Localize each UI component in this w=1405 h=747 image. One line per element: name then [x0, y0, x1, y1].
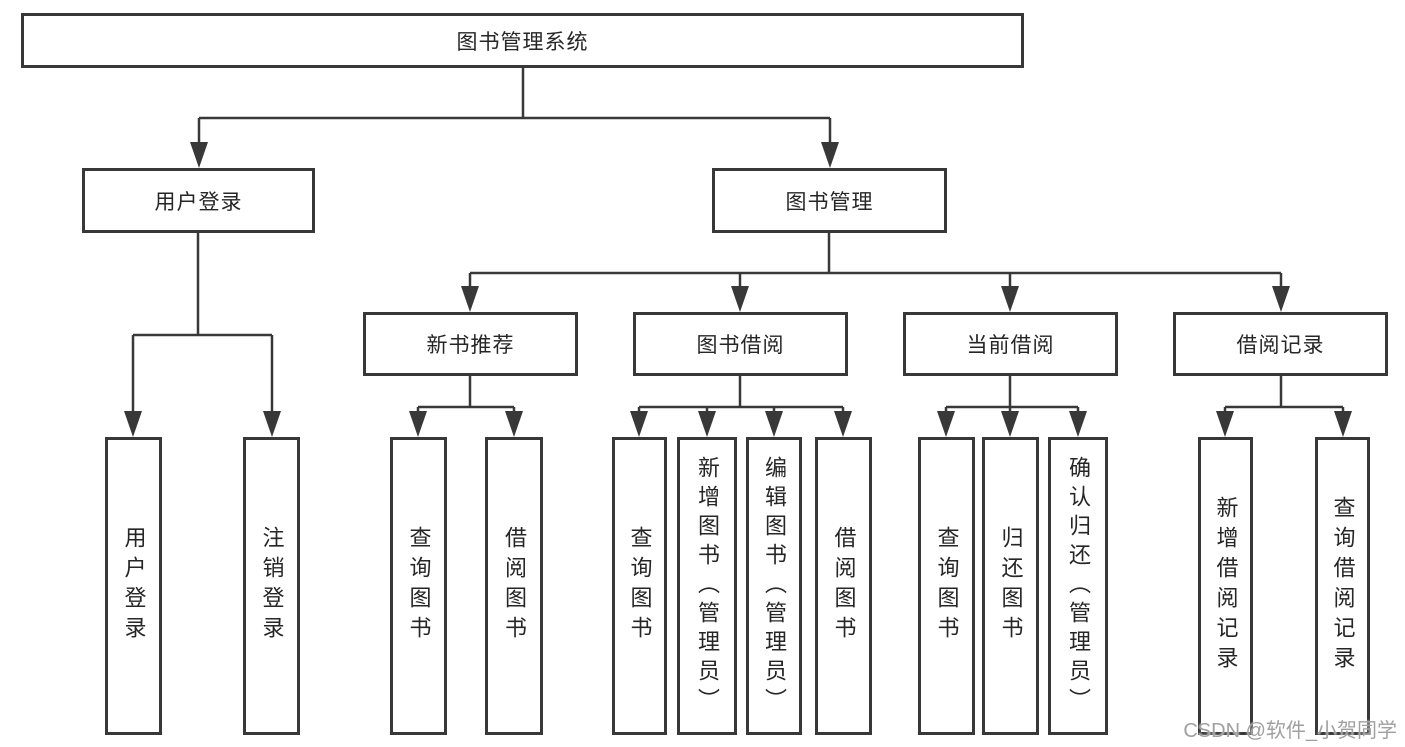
leaf-recommend-borrow-books: 借阅图书 [485, 437, 543, 735]
leaf-borrow-books: 借阅图书 [815, 437, 872, 735]
node-book-management: 图书管理 [712, 168, 947, 233]
node-book-borrow-label: 图书借阅 [696, 334, 785, 357]
leaf-edit-books-admin: 编辑图书（管理员） [746, 437, 802, 735]
node-root-label: 图书管理系统 [456, 30, 589, 54]
leaf-add-borrow-record-label: 新增借阅记录 [1213, 496, 1239, 676]
node-root: 图书管理系统 [21, 13, 1024, 68]
leaf-query-borrow-record: 查询借阅记录 [1315, 437, 1370, 735]
leaf-add-books-admin: 新增图书（管理员） [677, 437, 737, 735]
leaf-confirm-return-admin: 确认归还（管理员） [1048, 437, 1108, 735]
leaf-query-borrow-record-label: 查询借阅记录 [1330, 496, 1356, 676]
leaf-confirm-return-admin-label: 确认归还（管理员） [1066, 455, 1091, 717]
leaf-borrow-books-label: 借阅图书 [831, 526, 857, 646]
leaf-recommend-query-books: 查询图书 [390, 437, 447, 735]
node-user-login-label: 用户登录 [154, 190, 243, 214]
node-new-book-recommend: 新书推荐 [363, 312, 578, 376]
leaf-add-borrow-record: 新增借阅记录 [1198, 437, 1253, 735]
leaf-user-login-label: 用户登录 [121, 526, 147, 646]
arrowheads [124, 142, 1352, 437]
leaf-recommend-borrow-books-label: 借阅图书 [502, 526, 527, 646]
node-book-borrow: 图书借阅 [633, 312, 848, 376]
leaf-logout: 注销登录 [243, 437, 300, 735]
leaf-current-query-books-label: 查询图书 [934, 526, 960, 646]
leaf-user-login: 用户登录 [105, 437, 162, 735]
leaf-return-books-label: 归还图书 [998, 526, 1024, 646]
node-borrow-records-label: 借阅记录 [1236, 334, 1325, 357]
leaf-edit-books-admin-label: 编辑图书（管理员） [762, 455, 787, 717]
node-book-management-label: 图书管理 [785, 190, 874, 214]
leaf-borrow-query-books: 查询图书 [612, 437, 667, 735]
node-user-login: 用户登录 [82, 168, 315, 233]
node-current-borrow: 当前借阅 [903, 312, 1118, 376]
node-current-borrow-label: 当前借阅 [966, 334, 1055, 357]
leaf-logout-label: 注销登录 [259, 526, 285, 646]
leaf-return-books: 归还图书 [982, 437, 1039, 735]
leaf-recommend-query-books-label: 查询图书 [406, 526, 432, 646]
csdn-watermark: CSDN @软件_小贺同学 [1183, 720, 1397, 742]
node-borrow-records: 借阅记录 [1173, 312, 1388, 376]
leaf-borrow-query-books-label: 查询图书 [627, 526, 653, 646]
node-new-book-recommend-label: 新书推荐 [426, 334, 515, 357]
leaf-current-query-books: 查询图书 [918, 437, 975, 735]
leaf-add-books-admin-label: 新增图书（管理员） [695, 455, 720, 717]
